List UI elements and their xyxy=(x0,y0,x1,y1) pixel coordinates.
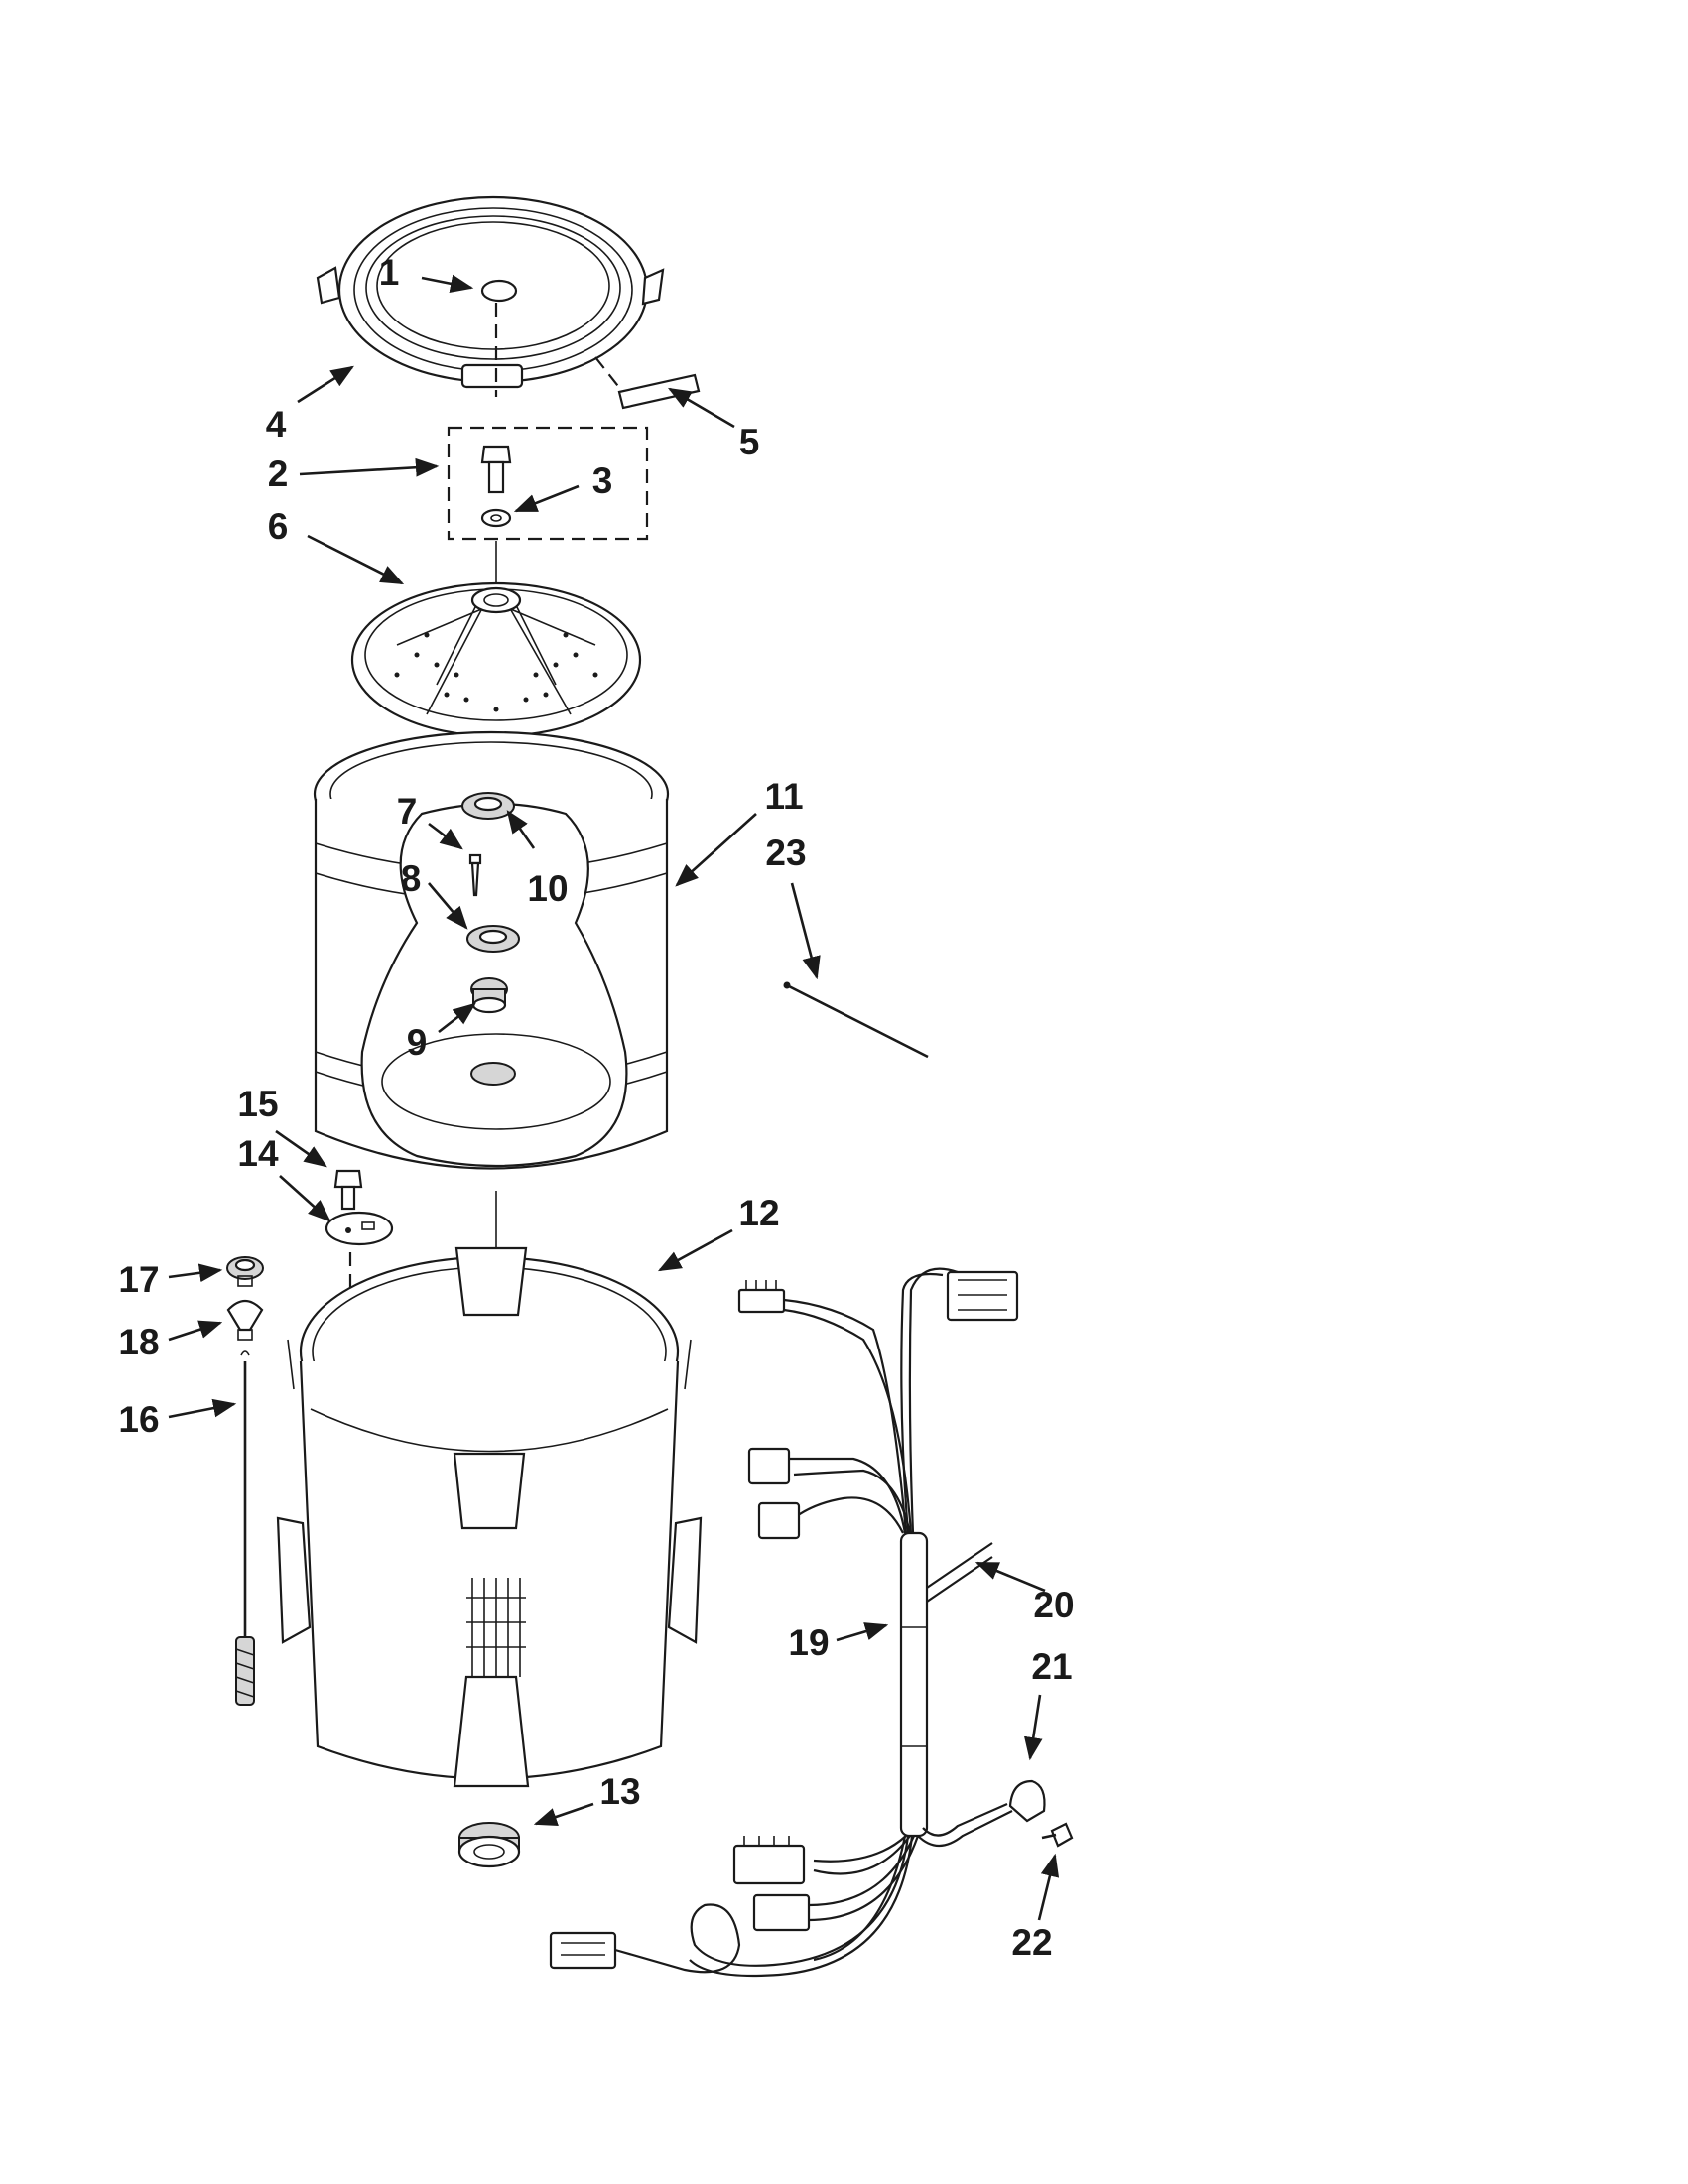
pressure-seal xyxy=(226,1299,264,1341)
cover-screw xyxy=(333,1169,363,1211)
callout-17: 17 xyxy=(118,1259,159,1300)
callout-16: 16 xyxy=(118,1399,159,1440)
wire-harness xyxy=(549,1267,1074,1978)
hub-seal-middle xyxy=(466,925,520,953)
callout-19: 19 xyxy=(788,1622,829,1663)
tub-seal xyxy=(457,1822,521,1868)
callout-18: 18 xyxy=(118,1322,159,1362)
bolt-kit-box xyxy=(447,426,649,541)
pressure-cap xyxy=(226,1256,264,1287)
callout-labels: 1 2 3 4 5 6 7 8 9 10 11 12 13 14 15 16 1… xyxy=(118,252,1074,1963)
callout-14: 14 xyxy=(237,1133,279,1174)
callout-9: 9 xyxy=(407,1022,428,1063)
screw xyxy=(468,853,482,897)
callout-1: 1 xyxy=(379,252,400,293)
callout-10: 10 xyxy=(527,868,568,909)
bolt xyxy=(480,445,512,494)
wire-tie xyxy=(786,983,929,1059)
callout-22: 22 xyxy=(1011,1922,1052,1963)
callout-21: 21 xyxy=(1031,1646,1072,1687)
clamp-screw xyxy=(1041,1822,1074,1848)
cover-plate xyxy=(325,1211,394,1246)
callout-2: 2 xyxy=(268,453,289,494)
callout-6: 6 xyxy=(268,506,289,547)
center-plug xyxy=(480,279,518,303)
callout-11: 11 xyxy=(764,776,803,817)
callout-23: 23 xyxy=(765,833,806,873)
leader-arrows xyxy=(168,274,1060,1921)
guide-line-strip xyxy=(594,356,622,391)
pressure-tube xyxy=(235,1350,255,1706)
outer-tub xyxy=(276,1246,703,1788)
callout-5: 5 xyxy=(739,422,760,462)
washer xyxy=(480,508,512,528)
basket-hub xyxy=(470,1062,516,1086)
callout-20: 20 xyxy=(1033,1585,1074,1625)
callout-3: 3 xyxy=(592,460,613,501)
hub-seal-top xyxy=(461,792,515,820)
callout-12: 12 xyxy=(738,1193,779,1233)
callout-8: 8 xyxy=(401,858,422,899)
callout-4: 4 xyxy=(266,404,287,445)
hub-nut xyxy=(470,977,508,1014)
callout-13: 13 xyxy=(599,1771,640,1812)
callout-15: 15 xyxy=(237,1084,278,1124)
callout-7: 7 xyxy=(397,791,418,832)
ring-strip xyxy=(617,373,701,410)
impeller xyxy=(350,581,642,738)
